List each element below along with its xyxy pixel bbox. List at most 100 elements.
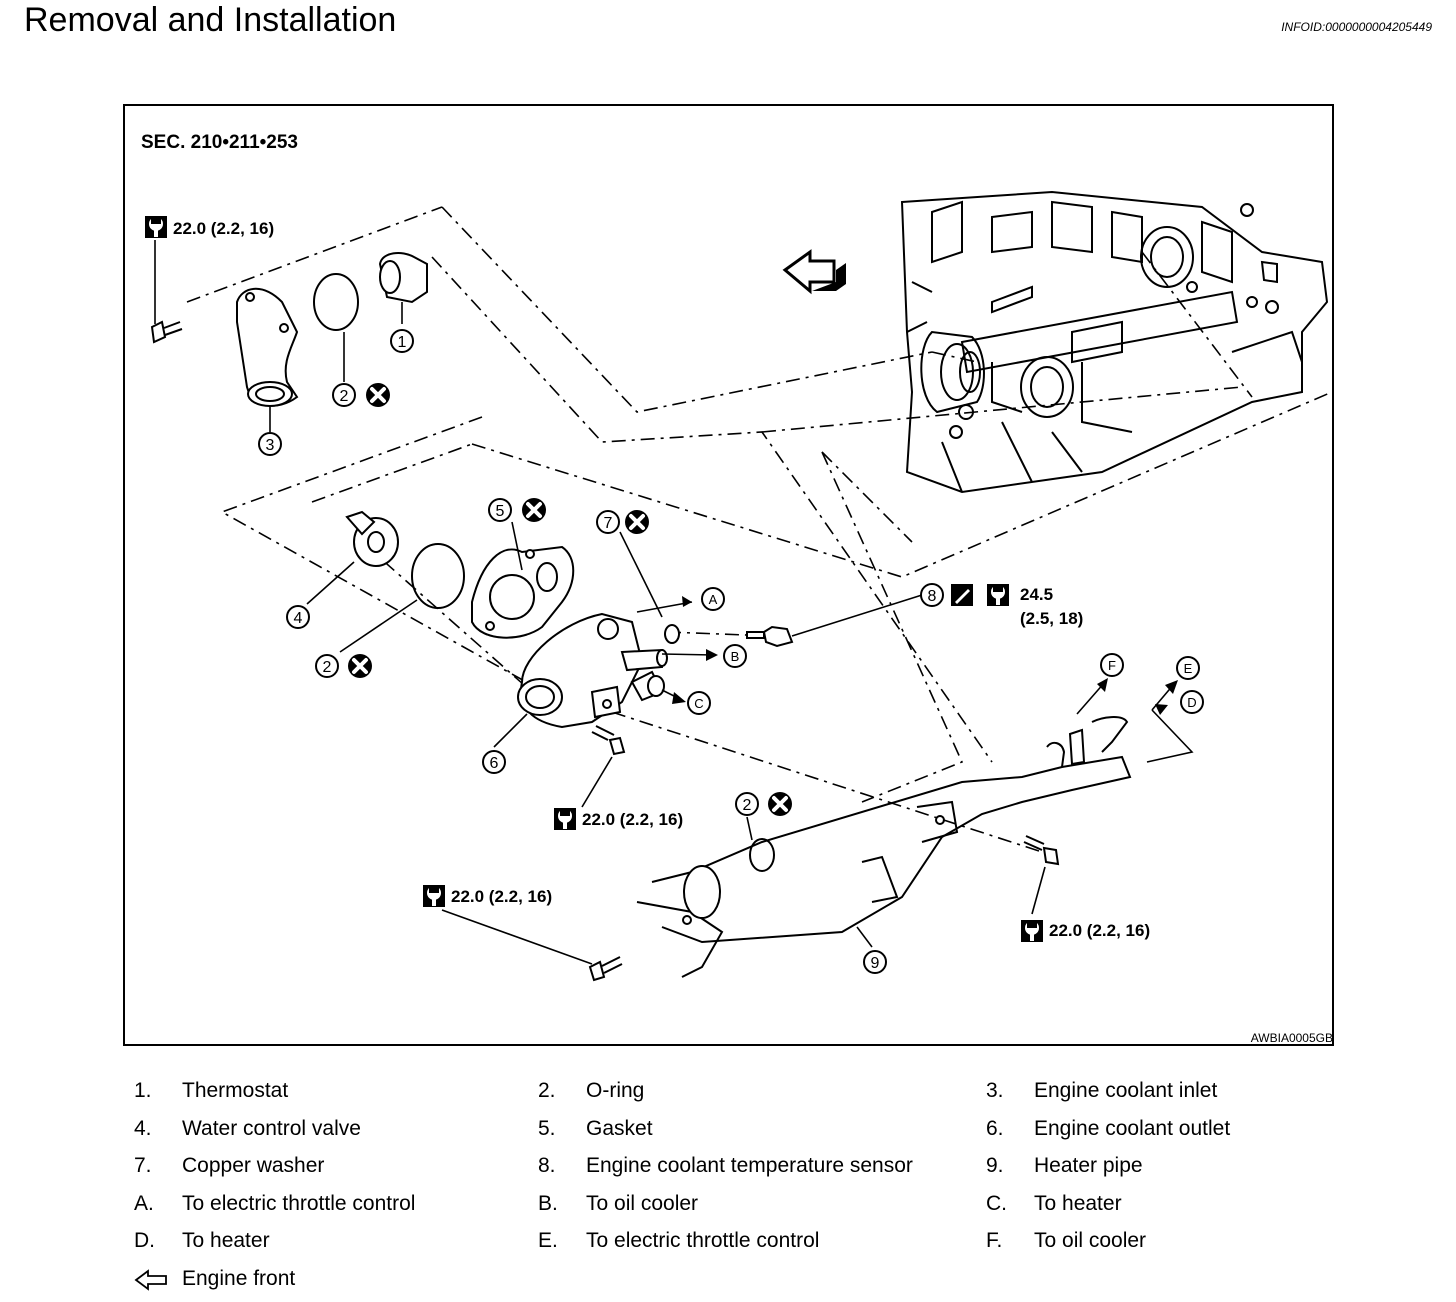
legend-label: Engine coolant outlet [1034,1117,1231,1140]
callout-1 [390,329,414,353]
callout-5 [488,498,512,522]
callout-A [701,587,725,611]
engine-front-arrow [782,249,846,295]
section-number: SEC. 210•211•253 [141,132,298,153]
callout-6-label: 6 [490,755,499,772]
callout-D [1180,690,1204,714]
x-mark-icon [520,496,548,524]
callout-7-label: 7 [604,515,613,532]
legend-label: Copper washer [182,1154,325,1177]
callout-2-middle [315,654,339,678]
legend-label: To oil cooler [586,1192,699,1215]
callout-E [1176,656,1200,680]
legend-key: D. [134,1229,155,1252]
callout-F [1100,653,1124,677]
legend-key: 9. [986,1154,1004,1177]
engine-front-label: Engine front [182,1267,296,1290]
legend-label: To heater [182,1229,270,1252]
legend-key: 1. [134,1079,152,1102]
water-control-valve-part [345,510,399,567]
legend-key: B. [538,1192,558,1215]
callout-8-label: 8 [928,588,937,605]
outlet-bolt [591,725,626,756]
o-ring-part-bottom [749,838,775,872]
replace-marks [346,381,794,818]
callout-3-label: 3 [266,437,275,454]
heater-pipe-part [636,716,1132,978]
sealant-icon [951,584,973,606]
torque-sensor-value: 24.5 [1020,585,1053,604]
x-mark-icon [364,381,392,409]
legend-key: 7. [134,1154,152,1177]
callout-8 [920,583,944,607]
legend-label: Engine coolant temperature sensor [586,1154,913,1177]
legend-label: Thermostat [182,1079,289,1102]
leader-lines [154,240,1194,965]
legend-key: 8. [538,1154,556,1177]
engine-front-arrow-icon [134,1269,167,1291]
callout-2-top [332,383,356,407]
heater-pipe-bolt-left [588,956,623,982]
callout-7 [596,510,620,534]
legend-label: Gasket [586,1117,653,1140]
legend-label: To oil cooler [1034,1229,1147,1252]
legend-label: Water control valve [182,1117,361,1140]
callout-C [687,691,711,715]
legend-label: Engine coolant inlet [1034,1079,1218,1102]
callout-5-label: 5 [496,503,505,520]
torque-top: 22.0 (2.2, 16) [173,219,274,238]
info-id: INFOID:0000000004205449 [1281,20,1432,34]
callout-9-label: 9 [871,955,880,972]
legend-label: O-ring [586,1079,645,1102]
callout-4 [286,605,310,629]
legend-key: E. [538,1229,558,1252]
torque-wrench-icon [1021,920,1043,942]
legend-key: C. [986,1192,1007,1215]
torque-sensor-units: (2.5, 18) [1020,609,1083,628]
legend-label: To heater [1034,1192,1122,1215]
callout-C-label: C [694,696,703,711]
callout-2-middle-label: 2 [323,659,332,676]
callout-A-label: A [709,592,718,607]
image-code: AWBIA0005GB [1251,1031,1333,1045]
legend-key: A. [134,1192,154,1215]
o-ring-part-top [313,273,359,331]
callout-3 [258,432,282,456]
torque-wrench-icon [145,216,167,238]
torque-wrench-icon [987,584,1009,606]
callout-2-bottom [735,792,759,816]
heater-pipe-bolt-right [1023,835,1060,866]
legend-key: 3. [986,1079,1004,1102]
legend-key: 2. [538,1079,556,1102]
inlet-bolt [150,320,183,344]
callout-F-label: F [1108,658,1116,673]
legend-key: 6. [986,1117,1004,1140]
torque-wrench-icon [554,808,576,830]
legend-key: 4. [134,1117,152,1140]
x-mark-icon [766,790,794,818]
thermostat-part [378,251,428,304]
callout-9 [863,950,887,974]
temperature-sensor-part [746,625,794,648]
callout-B-label: B [731,649,740,664]
callout-B [723,644,747,668]
engine-block [900,190,1329,494]
engine-coolant-inlet-part [236,287,299,407]
callout-1-label: 1 [398,334,407,351]
legend-label: To electric throttle control [586,1229,820,1252]
callout-2-top-label: 2 [340,388,349,405]
torque-pipe-left: 22.0 (2.2, 16) [451,887,552,906]
engine-coolant-outlet-part [517,612,668,729]
exploded-diagram: 1 2 3 4 5 2 7 6 8 2 9 A B C D E F 22.0 (… [123,104,1334,1046]
diagram-canvas: 1 2 3 4 5 2 7 6 8 2 9 A B C D E F 22.0 (… [141,132,1333,1045]
callout-6 [482,750,506,774]
x-mark-icon [623,508,651,536]
legend-label: To electric throttle control [182,1192,416,1215]
legend-label: Heater pipe [1034,1154,1143,1177]
o-ring-part-middle [411,543,465,609]
torque-wrench-icon [423,885,445,907]
legend-key: 5. [538,1117,556,1140]
callout-D-label: D [1187,695,1196,710]
callout-4-label: 4 [294,610,303,627]
callout-2-bottom-label: 2 [743,797,752,814]
